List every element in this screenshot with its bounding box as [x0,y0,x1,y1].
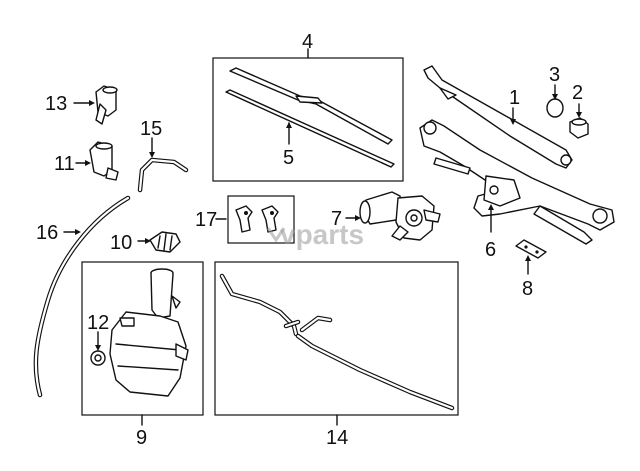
callout-5: 5 [283,147,294,169]
watermark: vparts [266,219,364,250]
wiper-blade [229,67,393,145]
washer-pump-rear [89,141,119,181]
callout-12: 12 [87,312,109,334]
hose-connector [137,157,189,193]
pivot-nut [569,117,589,139]
callout-11: 11 [54,153,75,175]
callout-7: 7 [331,208,342,230]
washer-reservoir [109,268,189,397]
callout-8: 8 [522,278,533,300]
watermark-text: vparts [280,219,364,250]
callout-13: 13 [45,93,67,115]
wiper-motor [359,191,441,241]
callout-15: 15 [140,118,162,140]
washer-hose-set [219,273,455,411]
callout-2: 2 [572,82,583,104]
grommet [90,350,106,366]
callout-3: 3 [549,64,560,86]
reservoir-cap [149,231,181,253]
hose-group-box [214,261,459,416]
callout-16: 16 [36,222,58,244]
callout-9: 9 [136,427,147,449]
nozzle-group-box [227,195,295,244]
linkage-bracket [515,239,547,259]
washer-hose [33,195,131,398]
callout-17: 17 [195,209,217,231]
pivot-cap [546,98,564,118]
callout-1: 1 [509,87,520,109]
wiper-linkage [419,119,615,245]
washer-nozzle [235,205,279,233]
callout-14: 14 [326,427,348,449]
wiper-arm [423,65,573,169]
callout-10: 10 [110,232,132,254]
callout-4: 4 [302,31,313,53]
washer-pump-front [95,85,118,125]
callout-6: 6 [485,239,496,261]
wiper-blade-insert [225,89,395,168]
